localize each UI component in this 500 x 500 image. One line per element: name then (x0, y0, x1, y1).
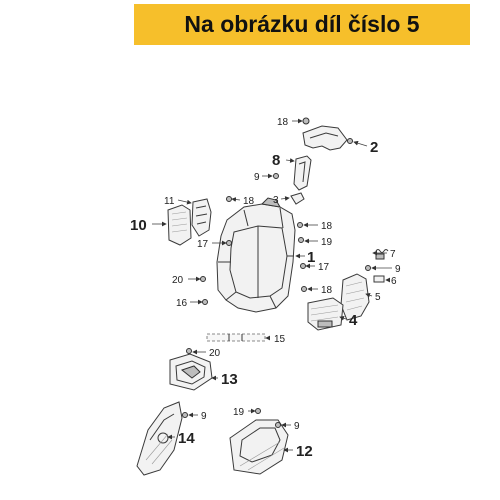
part-15-strip[interactable] (206, 333, 266, 342)
fasteners (182, 117, 371, 428)
part-12-lower-tray[interactable] (229, 419, 289, 475)
callout-labels: 18 2 8 9 3 11 18 10 18 19 17 1 7 9 20 17… (130, 117, 401, 460)
callout-20[interactable]: 20 (172, 275, 184, 286)
part-6-clip[interactable] (373, 275, 385, 283)
screw-icon (226, 240, 232, 246)
callout-18[interactable]: 18 (243, 196, 255, 207)
callout-17[interactable]: 17 (197, 239, 209, 250)
screw-icon (300, 263, 306, 269)
callout-13[interactable]: 13 (221, 371, 238, 388)
callout-14[interactable]: 14 (178, 430, 195, 447)
callout-18[interactable]: 18 (277, 117, 289, 128)
header-title: Na obrázku díl číslo 5 (184, 11, 420, 37)
part-14-side-cover[interactable] (136, 401, 183, 476)
screw-icon (200, 276, 206, 282)
header-banner: Na obrázku díl číslo 5 (134, 4, 470, 45)
screw-icon (302, 117, 310, 125)
part-8-bracket[interactable] (293, 155, 312, 191)
part-10-side-panel[interactable] (167, 204, 192, 246)
screw-icon (226, 196, 232, 202)
callout-9[interactable]: 9 (254, 172, 260, 183)
callout-18[interactable]: 18 (321, 221, 333, 232)
screw-icon (273, 173, 279, 179)
callout-16[interactable]: 16 (176, 298, 188, 309)
callout-19[interactable]: 19 (233, 407, 245, 418)
part-2-top-cover[interactable] (302, 125, 353, 151)
callout-18[interactable]: 18 (321, 285, 333, 296)
callout-20[interactable]: 20 (209, 348, 221, 359)
part-4-lock-cover[interactable] (307, 297, 344, 331)
callout-12[interactable]: 12 (296, 443, 313, 460)
callout-5[interactable]: 5 (375, 292, 381, 303)
screw-icon (182, 412, 188, 418)
part-3-clip[interactable] (290, 192, 305, 205)
callout-9[interactable]: 9 (395, 264, 401, 275)
callout-4[interactable]: 4 (349, 312, 358, 329)
callout-6[interactable]: 6 (391, 276, 397, 287)
screw-icon (202, 299, 208, 305)
callout-9[interactable]: 9 (294, 421, 300, 432)
screw-icon (186, 348, 192, 354)
callout-2[interactable]: 2 (370, 139, 378, 156)
screw-icon (275, 422, 281, 428)
screw-icon (255, 408, 261, 414)
screw-icon (301, 286, 307, 292)
part-11-bracket[interactable] (191, 198, 212, 237)
callout-19[interactable]: 19 (321, 237, 333, 248)
callout-7[interactable]: 7 (390, 249, 396, 260)
callout-10[interactable]: 10 (130, 217, 147, 234)
screw-icon (365, 265, 371, 271)
part-1-main-frame[interactable] (216, 197, 296, 313)
callout-15[interactable]: 15 (274, 334, 286, 345)
screw-icon (298, 237, 304, 243)
callout-11[interactable]: 11 (164, 196, 175, 207)
screw-icon (297, 222, 303, 228)
callout-8[interactable]: 8 (272, 152, 280, 169)
callout-3[interactable]: 3 (273, 195, 279, 206)
callout-9[interactable]: 9 (201, 411, 207, 422)
callout-17[interactable]: 17 (318, 262, 330, 273)
part-13-storage-box[interactable] (169, 353, 213, 391)
part-7-spring[interactable] (375, 249, 389, 260)
leader-lines (152, 118, 392, 453)
callout-1[interactable]: 1 (307, 249, 315, 266)
